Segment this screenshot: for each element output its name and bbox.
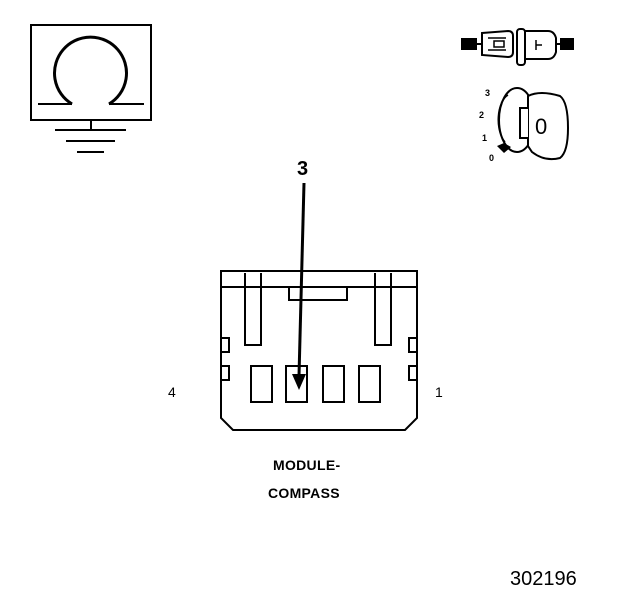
callout-arrow [292,182,306,390]
component-name-line2: COMPASS [268,485,340,501]
inline-connector-icon [461,28,574,66]
ignition-key-label: 0 [535,114,548,139]
ignition-position-3: 3 [485,88,491,98]
callout-label: 3 [297,158,309,180]
cavity-1 [358,365,381,403]
ignition-position-0: 0 [489,153,495,163]
component-name-line1: MODULE- [273,457,341,473]
ignition-key-icon [497,87,570,161]
pin-right-label: 1 [435,384,443,400]
figure-number: 302196 [510,568,577,590]
ignition-position-2: 2 [479,110,485,120]
pin-left-label: 4 [168,384,176,400]
cavity-3 [285,365,308,403]
connector-face-icon [220,270,418,431]
ground-symbol-icon [30,24,152,153]
cavity-2 [322,365,345,403]
cavity-4 [250,365,273,403]
ignition-position-1: 1 [482,133,488,143]
